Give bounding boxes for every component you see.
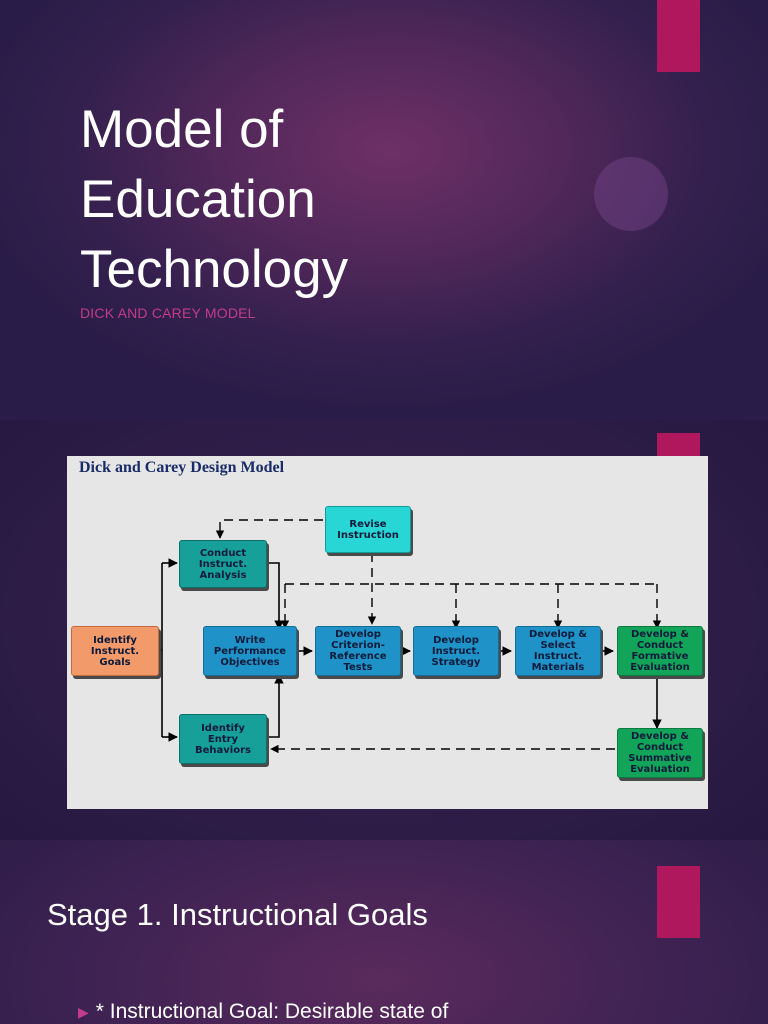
box-revise-instruction: Revise Instruction <box>325 506 411 553</box>
stage-title: Stage 1. Instructional Goals <box>47 897 428 932</box>
box-formative-evaluation: Develop & Conduct Formative Evaluation <box>617 626 703 676</box>
accent-bar <box>657 433 700 456</box>
bullet-text: * Instructional Goal: Desirable state of <box>95 1000 449 1023</box>
stage-slide: Stage 1. Instructional Goals ▶ * Instruc… <box>0 840 768 1024</box>
bullet-item: ▶ * Instructional Goal: Desirable state … <box>78 1000 448 1024</box>
box-identify-goals: Identify Instruct. Goals <box>71 626 159 676</box>
dashed-arrow <box>215 519 323 539</box>
diagram-slide: Dick and Carey Design Model <box>0 420 768 840</box>
box-develop-tests: Develop Criterion- Reference Tests <box>315 626 401 676</box>
arrow <box>267 674 284 738</box>
arrow <box>267 562 284 630</box>
decorative-circle <box>594 157 668 231</box>
box-develop-strategy: Develop Instruct. Strategy <box>413 626 499 676</box>
diagram-title: Dick and Carey Design Model <box>79 459 285 476</box>
box-summative-evaluation: Develop & Conduct Summative Evaluation <box>617 728 703 778</box>
slide-title: Model of Education Technology <box>80 100 349 299</box>
triangle-right-icon: ▶ <box>78 1003 89 1020</box>
title-slide: Model of Education Technology DICK AND C… <box>0 0 768 420</box>
dick-carey-diagram: Dick and Carey Design Model <box>67 456 708 809</box>
box-identify-entry: Identify Entry Behaviors <box>179 714 267 764</box>
box-conduct-analysis: Conduct Instruct. Analysis <box>179 540 267 588</box>
slide-subtitle: DICK AND CAREY MODEL <box>80 305 256 321</box>
box-develop-materials: Develop & Select Instruct. Materials <box>515 626 601 676</box>
diagram-connectors <box>158 519 662 754</box>
box-write-objectives: Write Performance Objectives <box>203 626 297 676</box>
accent-bar <box>657 0 700 72</box>
accent-bar <box>657 866 700 938</box>
